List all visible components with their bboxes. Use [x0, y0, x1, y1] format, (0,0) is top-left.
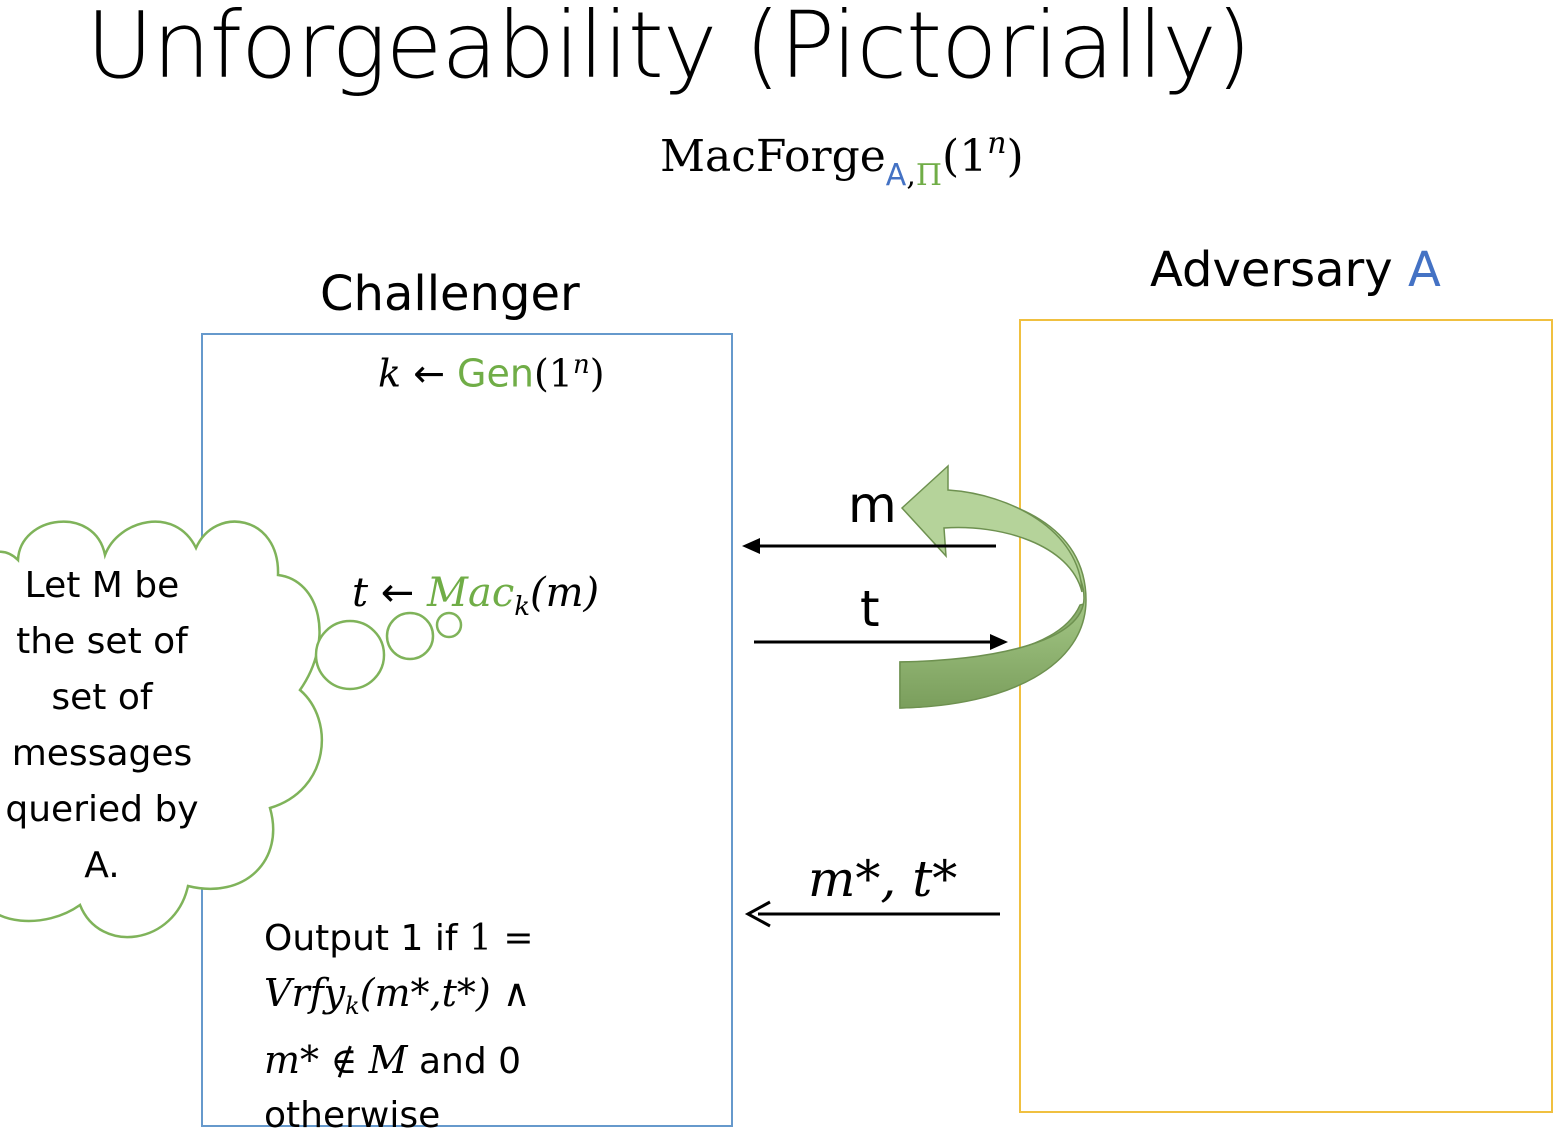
mac-arg: (m) [530, 570, 600, 616]
output-notin: ∉ [319, 1041, 369, 1083]
experiment-name-text: MacForge [660, 131, 886, 182]
keygen-arrow: ← [401, 351, 458, 396]
experiment-arg-sup: n [987, 126, 1007, 161]
adversary-heading: Adversary A [1150, 242, 1441, 298]
experiment-arg-open: (1 [942, 131, 988, 182]
output-vrfy-sub: k [345, 992, 360, 1021]
output-vrfy: Vrfy [264, 971, 346, 1015]
experiment-subscript: A,Π [886, 158, 942, 193]
output-eq: = [491, 918, 534, 959]
keygen-arg-close: ) [589, 351, 605, 396]
experiment-name: MacForgeA,Π(1n) [660, 126, 1024, 193]
thought-cloud-text: Let M be the set of set of messages quer… [5, 565, 199, 886]
output-line-3: m* ∉ M and 0 [264, 1033, 664, 1089]
keygen-arg-open: (1 [533, 351, 573, 396]
keygen-gen: Gen [457, 351, 534, 396]
challenger-heading: Challenger [320, 266, 580, 322]
output-mstar: m* [264, 1038, 320, 1083]
output-vrfy-arg: (m*,t*) ∧ [359, 971, 531, 1015]
keygen-k: k [378, 351, 402, 396]
mac-function: Mac [427, 570, 515, 616]
arrow-m [742, 538, 996, 554]
label-final: m*, t* [808, 850, 958, 908]
experiment-sub-adversary: A [885, 158, 907, 193]
loop-arrow [899, 464, 1087, 709]
output-and0: and 0 [407, 1041, 522, 1083]
page-title: Unforgeability (Pictorially) [86, 0, 1252, 99]
output-one: 1 [468, 918, 492, 959]
keygen-line: k ← Gen(1n) [378, 350, 605, 396]
adversary-box [1019, 319, 1553, 1113]
experiment-arg-close: ) [1006, 131, 1024, 182]
mac-line: t ← Mack(m) [352, 570, 599, 622]
mac-sub: k [514, 592, 531, 622]
output-condition: Output 1 if 1 = Vrfyk(m*,t*) ∧ m* ∉ M an… [264, 912, 664, 1143]
output-line-4: otherwise [264, 1095, 441, 1137]
arrow-t [754, 634, 1008, 650]
output-M: M [368, 1038, 408, 1083]
mac-t: t [352, 570, 369, 616]
experiment-sub-pi: Π [915, 158, 943, 193]
mac-arrow: ← [368, 570, 428, 616]
output-line-2: Vrfyk(m*,t*) ∧ [264, 966, 664, 1033]
output-prefix: Output 1 if [264, 918, 469, 959]
output-line-1: Output 1 if 1 = [264, 912, 664, 966]
adversary-heading-text: Adversary [1150, 242, 1408, 298]
experiment-sub-sep: , [906, 158, 916, 193]
adversary-name: A [1407, 242, 1441, 298]
thought-cloud [0, 520, 463, 939]
keygen-arg-sup: n [572, 350, 590, 380]
label-m: m [848, 476, 897, 534]
label-t: t [860, 580, 880, 638]
arrow-final [744, 900, 1000, 928]
